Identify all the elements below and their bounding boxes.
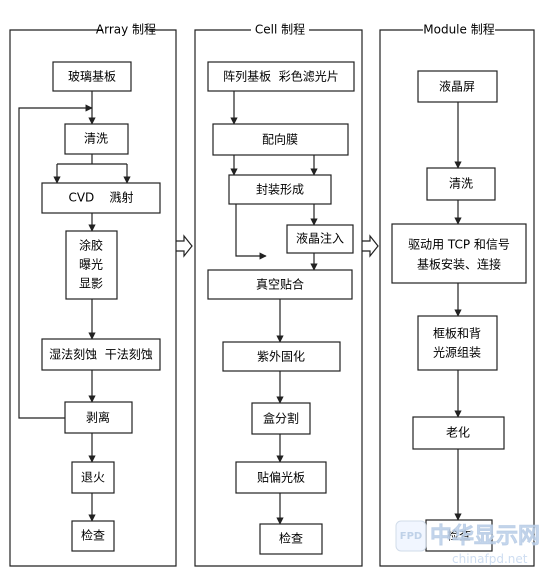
- module-column-frame: [379, 29, 535, 567]
- array-step-clean: 清洗: [64, 123, 129, 155]
- array-column-frame: [9, 29, 177, 567]
- svg-text:配向膜: 配向膜: [262, 132, 298, 147]
- svg-text:真空贴合: 真空贴合: [256, 277, 304, 292]
- svg-text:紫外固化: 紫外固化: [257, 350, 305, 364]
- svg-text:贴偏光板: 贴偏光板: [257, 470, 305, 485]
- array-step-cvd: CVD 溅射: [41, 182, 161, 214]
- array-step-etch: 湿法刻蚀 干法刻蚀: [41, 338, 161, 371]
- watermark: FPD 中华显示网 chinafpd.net: [395, 520, 540, 566]
- svg-text:检查: 检查: [279, 531, 303, 546]
- module-step-lcd: 液晶屏: [417, 70, 498, 103]
- array-step-anneal: 退火: [71, 461, 115, 494]
- svg-text:盒分割: 盒分割: [263, 411, 299, 426]
- array-loop-back-line: [18, 104, 93, 419]
- svg-text:曝光: 曝光: [79, 258, 103, 272]
- array-step-inspect: 检查: [71, 520, 115, 552]
- svg-text:老化: 老化: [446, 426, 470, 440]
- module-step-aging: 老化: [412, 416, 505, 450]
- watermark-url: chinafpd.net: [452, 552, 528, 566]
- array-step-glass: 玻璃基板: [52, 61, 132, 92]
- svg-text:剥离: 剥离: [86, 410, 110, 425]
- module-column: Module 制程: [379, 22, 535, 567]
- svg-text:液晶屏: 液晶屏: [439, 79, 475, 94]
- svg-text:湿法刻蚀 干法刻蚀: 湿法刻蚀 干法刻蚀: [49, 347, 153, 362]
- cell-step-substrates: 阵列基板 彩色滤光片: [207, 61, 355, 92]
- cell-step-lc-injection: 液晶注入: [286, 224, 354, 254]
- cell-column: Cell 制程: [194, 22, 363, 567]
- module-step-driver: 驱动用 TCP 和信号 基板安装、连接: [391, 223, 527, 284]
- svg-text:玻璃基板: 玻璃基板: [68, 70, 116, 84]
- cell-column-title: Cell 制程: [255, 22, 305, 37]
- cell-column-frame: [194, 29, 363, 567]
- array-to-cell-arrow-icon: [176, 234, 193, 258]
- svg-text:CVD 溅射: CVD 溅射: [68, 190, 133, 205]
- module-step-clean: 清洗: [426, 167, 496, 201]
- svg-text:退火: 退火: [81, 471, 105, 485]
- cell-step-seal: 封装形成: [228, 174, 332, 205]
- cell-step-polarizer: 贴偏光板: [235, 461, 327, 494]
- module-step-frame: 框板和背 光源组装: [417, 315, 498, 371]
- array-column-title: Array 制程: [96, 22, 156, 37]
- array-column: Array 制程: [9, 22, 177, 567]
- cell-step-vacuum: 真空贴合: [207, 269, 353, 300]
- svg-text:框板和背: 框板和背: [433, 327, 481, 341]
- module-step-inspect: 检查: [425, 519, 493, 552]
- svg-text:光源组装: 光源组装: [433, 346, 481, 360]
- cell-step-align: 配向膜: [212, 123, 349, 156]
- array-step-photolithography: 涂胶 曝光 显影: [65, 230, 118, 300]
- svg-text:显影: 显影: [79, 277, 103, 291]
- svg-text:基板安装、连接: 基板安装、连接: [417, 257, 501, 272]
- array-step-strip: 剥离: [64, 401, 133, 434]
- cell-step-cut: 盒分割: [251, 402, 311, 435]
- svg-text:阵列基板 彩色滤光片: 阵列基板 彩色滤光片: [223, 70, 339, 84]
- svg-text:FPD: FPD: [400, 531, 422, 542]
- svg-text:封装形成: 封装形成: [256, 183, 304, 197]
- svg-text:检查: 检查: [81, 528, 105, 543]
- svg-text:清洗: 清洗: [449, 177, 473, 191]
- cell-step-uv: 紫外固化: [222, 341, 341, 372]
- cell-to-module-arrow-icon: [362, 234, 379, 258]
- svg-text:驱动用 TCP 和信号: 驱动用 TCP 和信号: [408, 238, 510, 252]
- watermark-name: 中华显示网: [430, 523, 540, 549]
- module-column-title: Module 制程: [423, 22, 494, 37]
- cell-connectors: [230, 91, 318, 525]
- array-connectors: [18, 91, 131, 522]
- svg-text:涂胶: 涂胶: [79, 238, 103, 253]
- svg-text:液晶注入: 液晶注入: [296, 231, 344, 246]
- svg-text:清洗: 清洗: [84, 132, 108, 146]
- watermark-logo-icon: [395, 520, 427, 552]
- svg-text:检查: 检查: [447, 528, 471, 543]
- cell-step-inspect: 检查: [259, 523, 323, 555]
